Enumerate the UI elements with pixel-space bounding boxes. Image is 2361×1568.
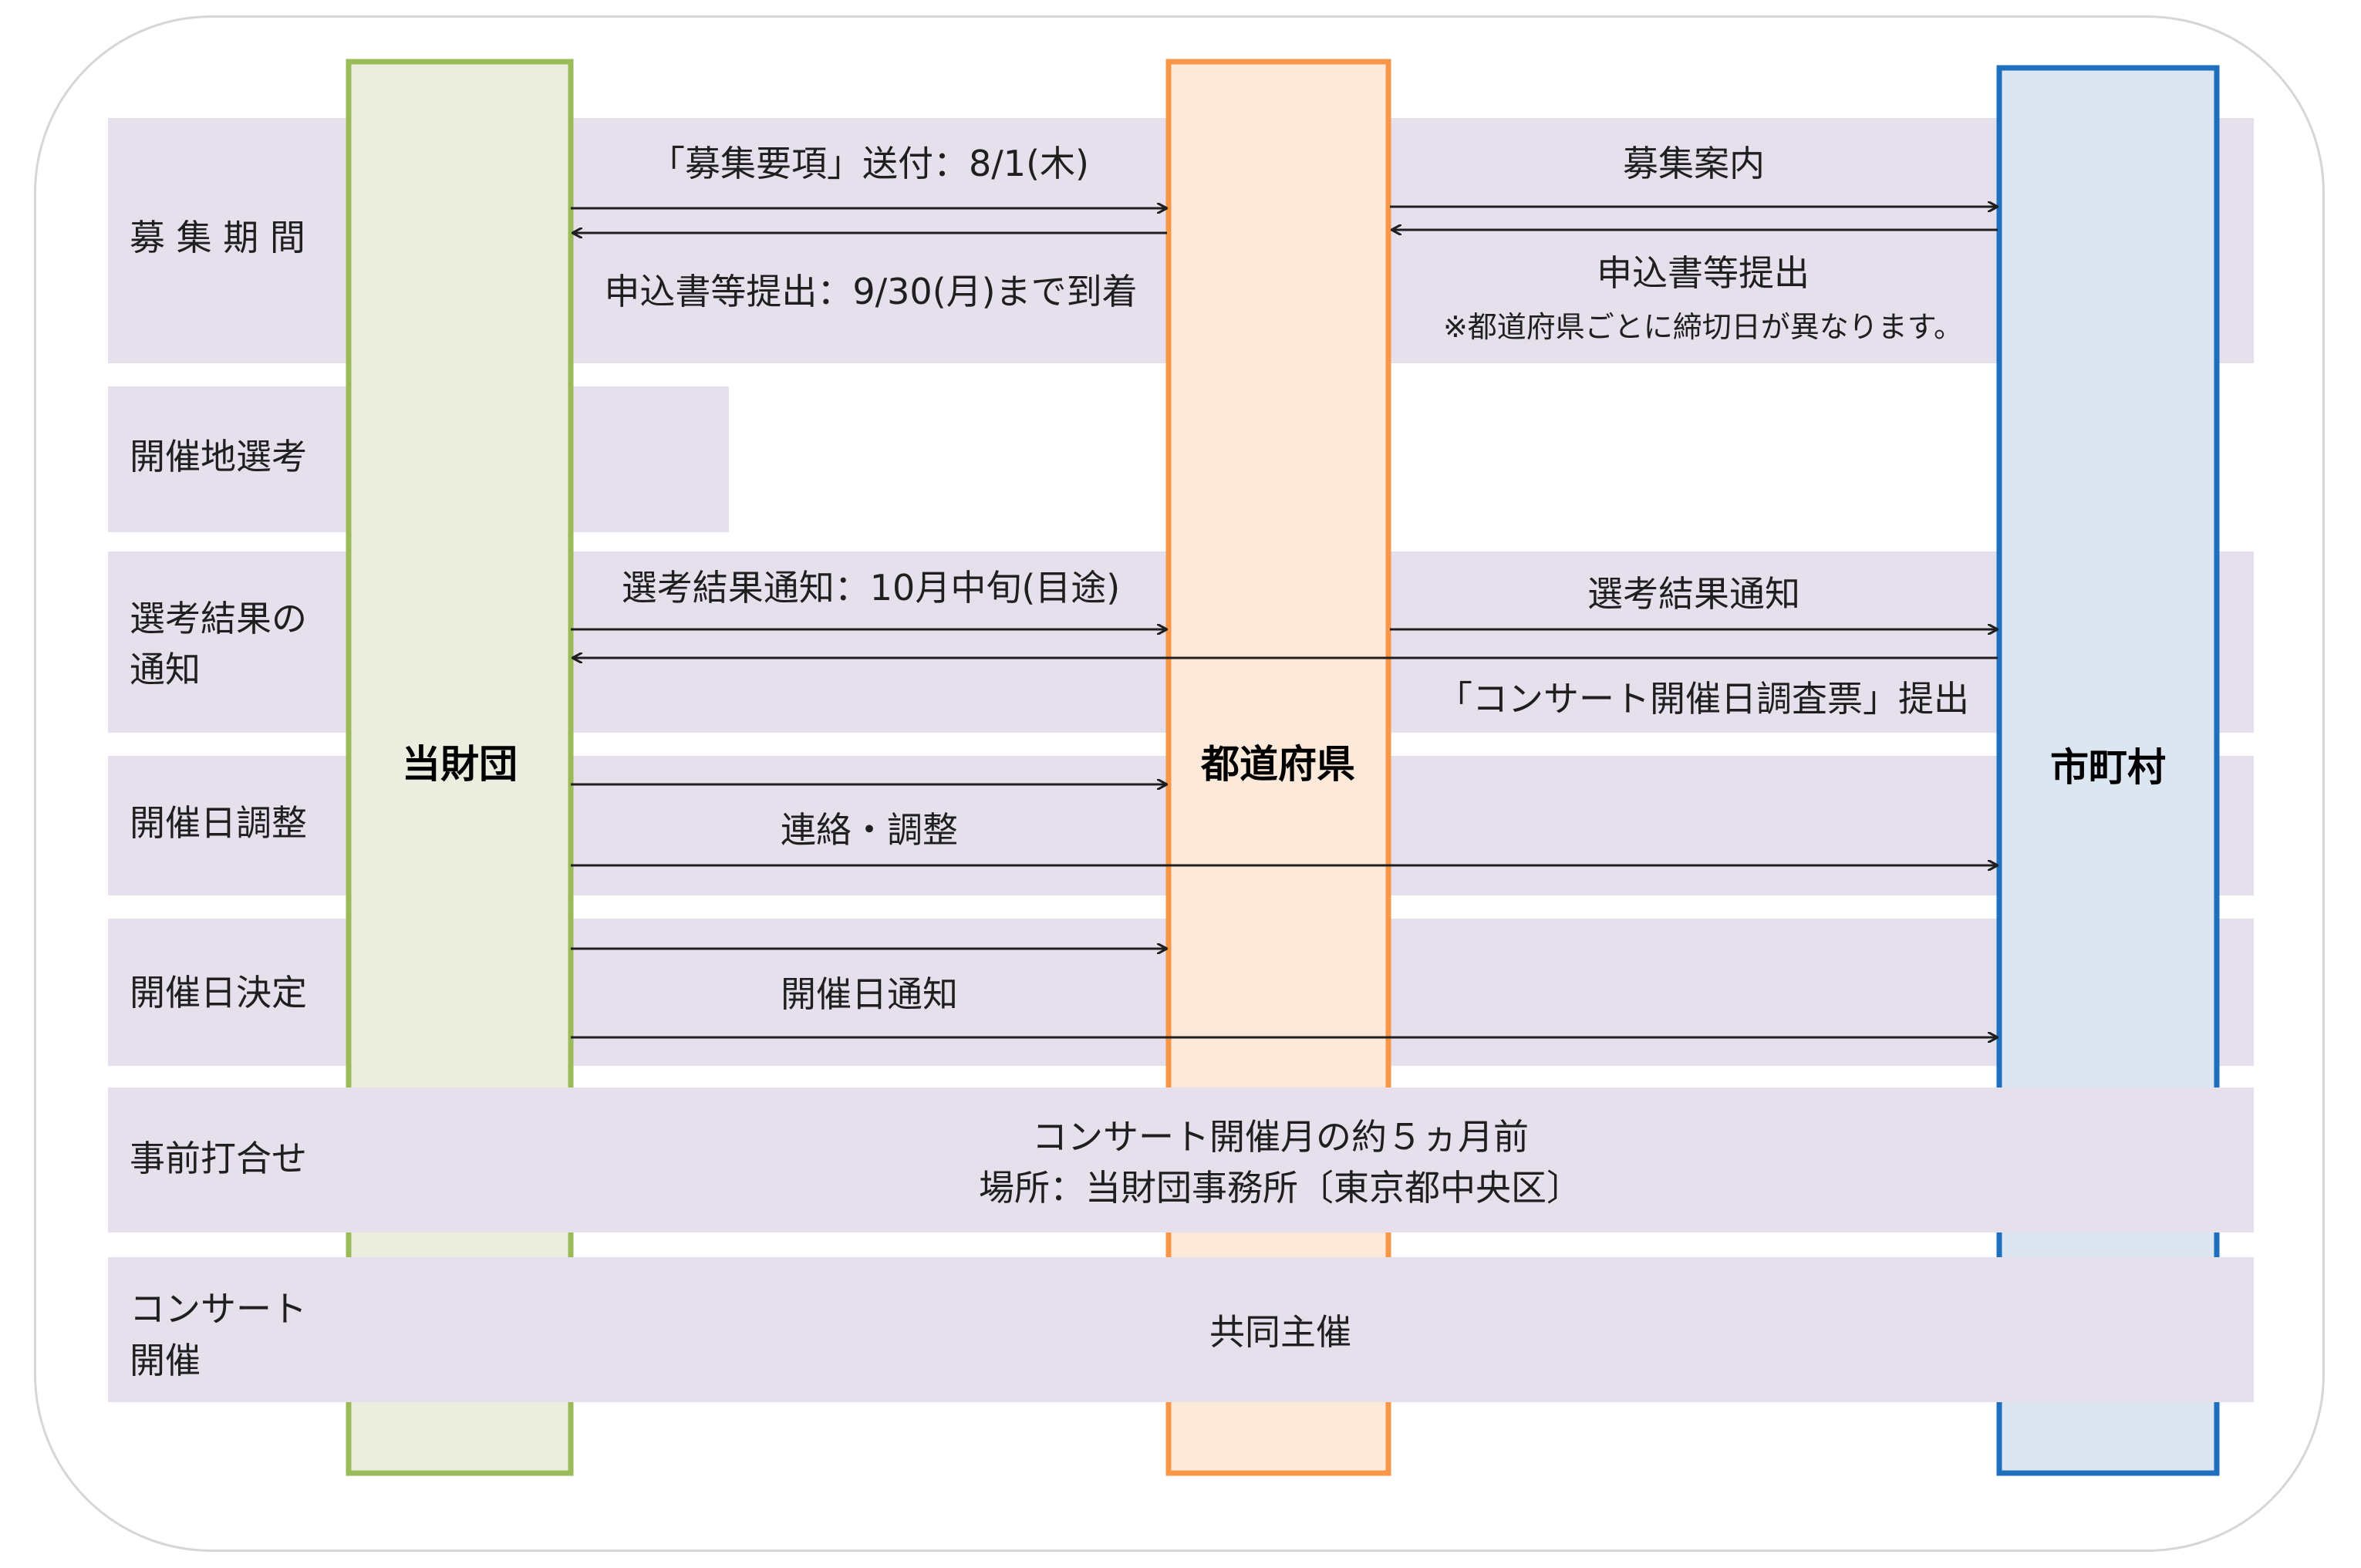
lifeline-todofuken — [1165, 59, 1391, 1476]
row-label-uchiawase: 事前打合せ — [130, 1138, 307, 1179]
row-labels: 募 集 期 間 開催地選考 選考結果の 通知 開催日調整 開催日決定 事前打合せ… — [130, 217, 307, 1381]
row-label-concert-line1: コンサート — [130, 1288, 307, 1330]
lifeline-shichoson — [1996, 65, 2220, 1476]
band-concert — [108, 1257, 2254, 1402]
msg-kekka-notice: 選考結果通知：10月中旬(目途) — [622, 567, 1120, 609]
row-label-kettei: 開催日決定 — [130, 972, 307, 1013]
row-label-kekka-line1: 選考結果の — [130, 598, 307, 639]
band-boshu-left — [108, 118, 1168, 363]
msg-deadline-note: ※都道府県ごとに締切日が異なります。 — [1443, 310, 1963, 344]
arrows — [571, 207, 1998, 1037]
row-label-chosei: 開催日調整 — [130, 802, 307, 844]
band-uchiawase — [108, 1087, 2254, 1232]
lifelines — [346, 59, 2220, 1476]
msg-boshu-send: 「募集要項」送付：8/1(木) — [649, 143, 1089, 184]
row-label-boshu: 募 集 期 間 — [130, 217, 305, 258]
row-label-senko: 開催地選考 — [130, 436, 307, 477]
msg-tsuchi: 開催日通知 — [781, 973, 958, 1015]
msg-kyodo: 共同主催 — [1209, 1311, 1351, 1353]
actor-shichoson-label: 市町村 — [2050, 745, 2166, 790]
msg-renraku: 連絡・調整 — [781, 809, 958, 851]
msg-kekka-city: 選考結果通知 — [1587, 573, 1800, 615]
row-label-concert-line2: 開催 — [130, 1340, 201, 1381]
message-labels: 「募集要項」送付：8/1(木) 申込書等提出：9/30(月)まで到着 募集案内 … — [604, 143, 1969, 1353]
msg-uchiawase-2: 場所：当財団事務所〔東京都中央区〕 — [979, 1167, 1582, 1209]
msg-chosahyo: 「コンサート開催日調査票」提出 — [1437, 678, 1969, 720]
actor-zaidan-label: 当財団 — [402, 742, 518, 787]
actor-todofuken-label: 都道府県 — [1200, 742, 1355, 787]
lifeline-zaidan — [346, 59, 574, 1476]
msg-boshu-apply: 申込書等提出：9/30(月)まで到着 — [604, 271, 1137, 312]
band-kekka-left — [108, 551, 1168, 733]
row-label-kekka-line2: 通知 — [130, 649, 201, 690]
msg-uchiawase-1: コンサート開催月の約５ヵ月前 — [1032, 1116, 1529, 1158]
msg-annai: 募集案内 — [1623, 143, 1765, 184]
msg-apply-city: 申込書等提出 — [1597, 252, 1810, 294]
